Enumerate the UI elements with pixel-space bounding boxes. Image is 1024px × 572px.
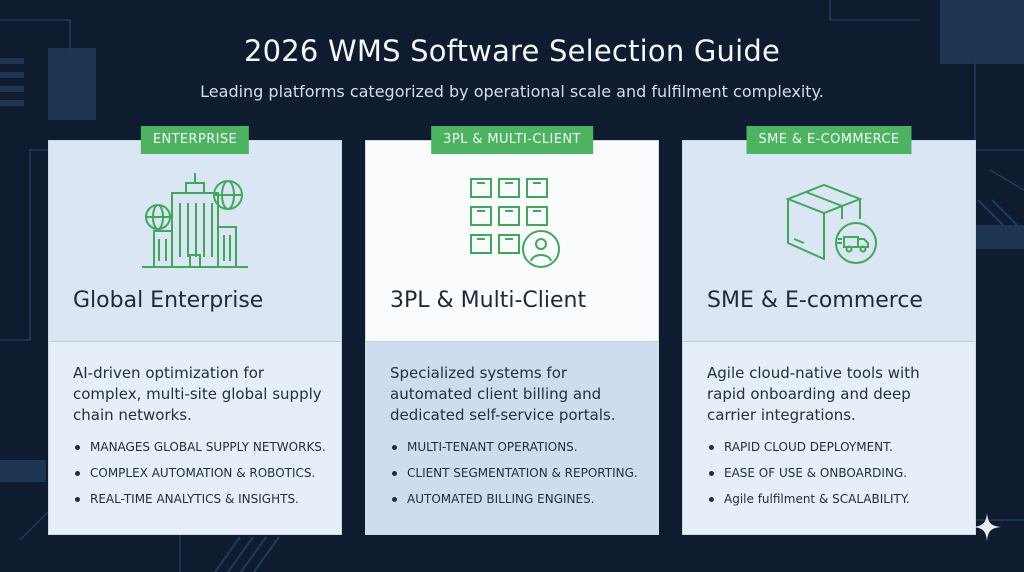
bullet-icon xyxy=(75,497,80,502)
feature-item: COMPLEX AUTOMATION & ROBOTICS. xyxy=(73,465,333,491)
category-tag: 3PL & MULTI-CLIENT xyxy=(431,126,593,154)
feature-item: EASE OF USE & ONBOARDING. xyxy=(707,465,967,491)
bullet-icon xyxy=(709,497,714,502)
package-delivery-icon xyxy=(785,183,877,264)
feature-item: Agile fulfilment & SCALABILITY. xyxy=(707,491,967,517)
bullet-icon xyxy=(392,497,397,502)
card-top: 3PL & Multi-Client xyxy=(366,141,658,341)
feature-item: RAPID CLOUD DEPLOYMENT. xyxy=(707,439,967,465)
card-top: SME & E-commerce xyxy=(683,141,975,341)
bullet-icon xyxy=(392,471,397,476)
feature-item: CLIENT SEGMENTATION & REPORTING. xyxy=(390,465,650,491)
card-sme-ecommerce: SME & E-commerce SME & E-COMMERCE Agile … xyxy=(682,126,976,535)
card-body xyxy=(366,341,658,534)
bullet-icon xyxy=(709,445,714,450)
bullet-icon xyxy=(75,471,80,476)
feature-list: MANAGES GLOBAL SUPPLY NETWORKS. COMPLEX … xyxy=(73,439,333,517)
page-subtitle: Leading platforms categorized by operati… xyxy=(200,82,824,101)
card-description: Agile cloud-native tools with rapid onbo… xyxy=(707,364,920,424)
card-description: AI-driven optimization for complex, mult… xyxy=(73,364,322,424)
feature-item: AUTOMATED BILLING ENGINES. xyxy=(390,491,650,517)
feature-list: MULTI-TENANT OPERATIONS. CLIENT SEGMENTA… xyxy=(390,439,650,517)
feature-item: REAL-TIME ANALYTICS & INSIGHTS. xyxy=(73,491,333,517)
building-globe-icon xyxy=(142,173,248,268)
feature-item: MULTI-TENANT OPERATIONS. xyxy=(390,439,650,465)
card-top: Global Enterprise xyxy=(49,141,341,341)
bullet-icon xyxy=(392,445,397,450)
card-3pl: 3PL & Multi-Client 3PL & MULTI-CLIENT Sp… xyxy=(365,126,659,535)
feature-item: MANAGES GLOBAL SUPPLY NETWORKS. xyxy=(73,439,333,465)
card-body xyxy=(49,341,341,534)
page-title: 2026 WMS Software Selection Guide xyxy=(243,34,781,68)
category-tag: SME & E-COMMERCE xyxy=(746,126,912,154)
sparkle-icon xyxy=(973,513,1001,541)
card-title: SME & E-commerce xyxy=(707,288,923,313)
bullet-icon xyxy=(709,471,714,476)
shelving-user-icon xyxy=(470,178,560,268)
card-body xyxy=(683,341,975,534)
category-tag: ENTERPRISE xyxy=(140,126,250,154)
card-description: Specialized systems for automated client… xyxy=(390,364,616,424)
bullet-icon xyxy=(75,445,80,450)
card-title: Global Enterprise xyxy=(73,288,264,313)
card-enterprise: Global Enterprise ENTERPRISE AI-driven o… xyxy=(48,126,342,535)
card-title: 3PL & Multi-Client xyxy=(390,288,587,313)
feature-list: RAPID CLOUD DEPLOYMENT. EASE OF USE & ON… xyxy=(707,439,967,517)
